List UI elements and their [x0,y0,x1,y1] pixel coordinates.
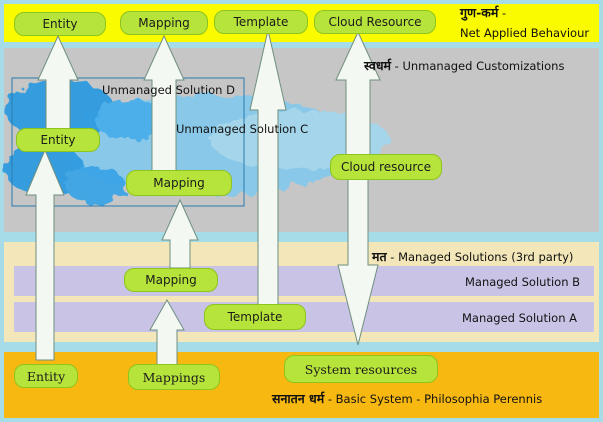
managed-solution-b-row [14,266,594,296]
managed-solution-b-label: Managed Solution B [465,275,581,289]
top-template-pill: Template [214,10,308,34]
unmanaged-solution-c-label: Unmanaged Solution C [176,122,309,136]
svadharma-label: स्वधर्म [364,58,391,73]
customizations-layer-title: स्वधर्म - Unmanaged Customizations [364,58,565,73]
managed-solutions-label: Managed Solutions (3rd party) [398,250,574,264]
managed-solution-a-label: Managed Solution A [462,311,578,325]
top-mapping-pill: Mapping [120,11,208,35]
top-entity-pill: Entity [14,12,106,36]
unmanaged-solution-d-label: Unmanaged Solution D [102,83,235,97]
managed-mapping-pill: Mapping [124,268,218,292]
top-cloud-resource-pill: Cloud Resource [314,10,436,34]
custom-cloud-resource-pill: Cloud resource [330,154,442,180]
basic-system-label: Basic System - Philosophia Perennis [335,392,543,406]
net-applied-behaviour-label: Net Applied Behaviour [460,26,590,40]
base-entity-pill: Entity [14,364,78,388]
sanatana-dharma-label: सनातन धर्म [272,391,325,406]
custom-mapping-pill: Mapping [126,170,232,196]
arrow-group [25,29,381,369]
base-mappings-pill: Mappings [128,364,220,390]
guna-karma-label: गुण-कर्म [460,5,499,20]
unmanaged-customizations-label: Unmanaged Customizations [402,59,565,73]
managed-template-pill: Template [204,304,306,330]
top-layer-name: गुण-कर्म - [460,5,507,20]
system-resources-pill: System resources [284,355,438,383]
managed-layer-title: मत - Managed Solutions (3rd party) [372,249,574,264]
unmanaged-solution-d-box [11,77,245,207]
base-layer-title: सनातन धर्म - Basic System - Philosophia … [272,391,543,406]
mata-label: मत [372,249,387,264]
custom-entity-pill: Entity [16,128,100,152]
